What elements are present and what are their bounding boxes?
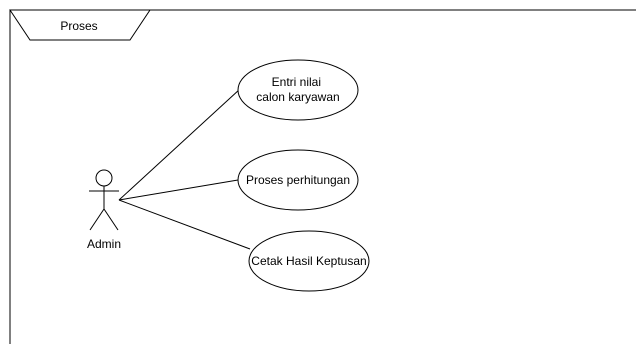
use-case-ellipse xyxy=(237,59,359,121)
use-case-label: Entri nilai calon karyawan xyxy=(256,75,339,104)
actor-head xyxy=(95,169,113,187)
actor-admin[interactable]: Admin xyxy=(87,169,121,251)
use-case-label-line: Entri nilai xyxy=(272,75,321,89)
use-case-label-line: Cetak Hasil Keptusan xyxy=(251,254,366,268)
use-case-label-line: Proses perhitungan xyxy=(246,173,350,187)
use-case-ellipse xyxy=(248,230,370,292)
association-line-proses xyxy=(118,179,239,201)
use-case-entri-nilai[interactable]: Entri nilai calon karyawan xyxy=(237,59,359,121)
actor-left-leg xyxy=(89,208,105,231)
use-case-cetak-hasil[interactable]: Cetak Hasil Keptusan xyxy=(248,230,370,292)
actor-label: Admin xyxy=(87,237,121,251)
use-case-label: Proses perhitungan xyxy=(246,173,350,187)
use-case-ellipse xyxy=(237,149,359,211)
association-line-entri xyxy=(118,88,241,201)
actor-right-leg xyxy=(103,208,119,231)
use-case-proses-perhitungan[interactable]: Proses perhitungan xyxy=(237,149,359,211)
frame-label-tab xyxy=(9,9,151,41)
use-case-label: Cetak Hasil Keptusan xyxy=(251,254,366,268)
associations xyxy=(118,88,251,250)
use-case-label-line: calon karyawan xyxy=(256,90,339,104)
association-line-cetak xyxy=(118,199,251,250)
system-frame: Proses xyxy=(9,9,636,344)
frame-label: Proses xyxy=(60,19,97,33)
